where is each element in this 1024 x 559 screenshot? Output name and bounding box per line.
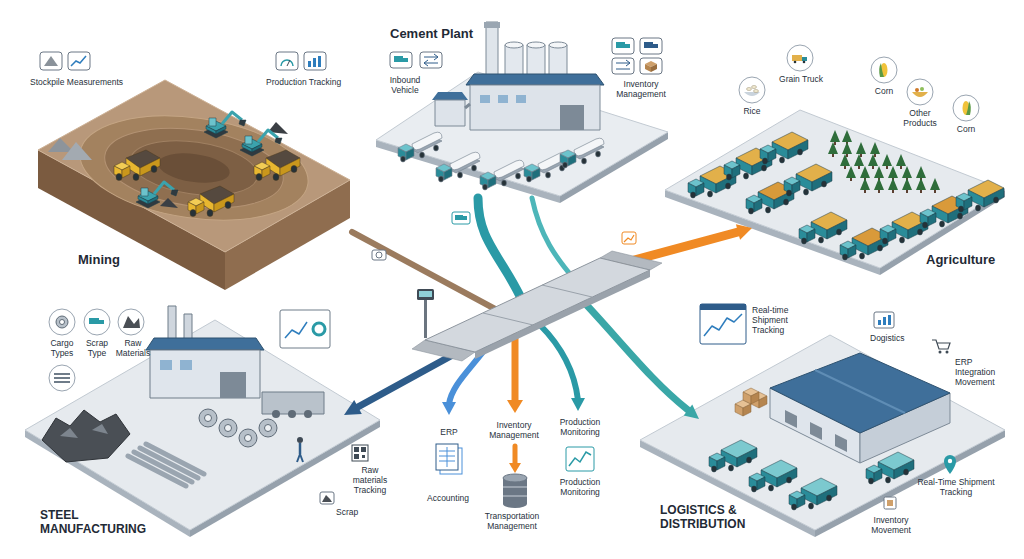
flow-lines	[352, 198, 738, 465]
logistics-icons	[874, 312, 956, 509]
label-anchor: Scrap Type	[80, 339, 114, 359]
callout-label: Real-time Shipment Tracking	[752, 306, 796, 335]
label-anchor: Grain Truck	[776, 75, 826, 85]
callout-label: Production Monitoring	[552, 478, 608, 498]
flow-arrowheads	[344, 224, 752, 473]
callout-label: Raw materials Tracking	[348, 466, 392, 495]
callout-label: Corn	[870, 87, 898, 97]
platform-title: Mining	[78, 252, 168, 268]
platform-face	[640, 335, 1005, 530]
label-anchor: Rice	[740, 107, 764, 117]
callout-label: Corn	[952, 125, 980, 135]
weighbridge	[412, 251, 662, 361]
callout-label: Transportation Management	[470, 512, 554, 532]
label-anchor: Production Tracking	[266, 78, 351, 88]
label-anchor: Corn	[870, 87, 898, 97]
callout-label: Raw Materials	[113, 339, 153, 359]
platform-title: STEEL MANUFACTURING	[40, 508, 160, 537]
platform-face	[665, 110, 1005, 268]
label-anchor: Corn	[952, 125, 980, 135]
logistics-illustration	[700, 304, 950, 510]
cement-illustration	[398, 22, 604, 190]
label-anchor: Stockpile Measurements	[30, 78, 140, 88]
flow-icons	[372, 212, 636, 260]
callout-label: Inventory Movement	[866, 516, 916, 536]
label-anchor: Inventory Management	[484, 421, 544, 441]
label-anchor: Production Monitoring	[552, 478, 608, 498]
label-anchor: Cargo Types	[44, 339, 80, 359]
label-anchor: Dogistics	[870, 334, 914, 344]
callout-label: Accounting	[420, 494, 476, 504]
callout-label: Inventory Management	[608, 80, 674, 100]
callout-label: Other Products	[896, 109, 944, 129]
callout-label: Stockpile Measurements	[30, 78, 140, 88]
label-anchor: Inventory Management	[608, 80, 674, 100]
callout-label: Scrap Type	[80, 339, 114, 359]
system-icons	[436, 444, 594, 508]
callout-label: Dogistics	[870, 334, 914, 344]
label-anchor: Raw Materials	[113, 339, 153, 359]
cement-icons	[390, 38, 662, 74]
label-anchor: Raw materials Tracking	[348, 466, 392, 495]
label-anchor: Production Monitoring	[552, 418, 608, 438]
callout-label: Rice	[740, 107, 764, 117]
label-anchor: ERP Integration Movement	[955, 358, 1005, 387]
callout-label: Inventory Management	[484, 421, 544, 441]
mining-illustration	[48, 102, 315, 233]
callout-label: ERP	[436, 428, 462, 438]
callout-label: Cargo Types	[44, 339, 80, 359]
callout-label: Production Monitoring	[552, 418, 608, 438]
platform-title: Cement Plant	[390, 26, 500, 42]
callout-label: Grain Truck	[776, 75, 826, 85]
callout-label: Inbound Vehicle	[382, 76, 428, 96]
label-anchor: Other Products	[896, 109, 944, 129]
label-anchor: Inbound Vehicle	[382, 76, 428, 96]
mining-icons	[40, 52, 326, 70]
callout-label: Scrap	[336, 508, 366, 518]
callout-label: Real-Time Shipment Tracking	[915, 478, 997, 498]
callout-label: ERP Integration Movement	[955, 358, 1005, 387]
label-anchor: Scrap	[336, 508, 366, 518]
steel-illustration	[42, 306, 330, 486]
label-anchor: Real-time Shipment Tracking	[752, 306, 796, 335]
agriculture-icons	[739, 45, 979, 121]
platform-face	[25, 320, 380, 530]
label-anchor: Accounting	[420, 494, 476, 504]
label-anchor: Transportation Management	[470, 512, 554, 532]
callout-label: Production Tracking	[266, 78, 351, 88]
steel-icons	[49, 309, 368, 504]
platform-title: LOGISTICS & DISTRIBUTION	[660, 503, 775, 532]
label-anchor: Inventory Movement	[866, 516, 916, 536]
label-anchor: ERP	[436, 428, 462, 438]
label-anchor: Real-Time Shipment Tracking	[915, 478, 997, 498]
platform-title: Agriculture	[926, 252, 1011, 268]
platform-face	[38, 80, 350, 252]
agriculture-illustration	[688, 130, 1004, 260]
